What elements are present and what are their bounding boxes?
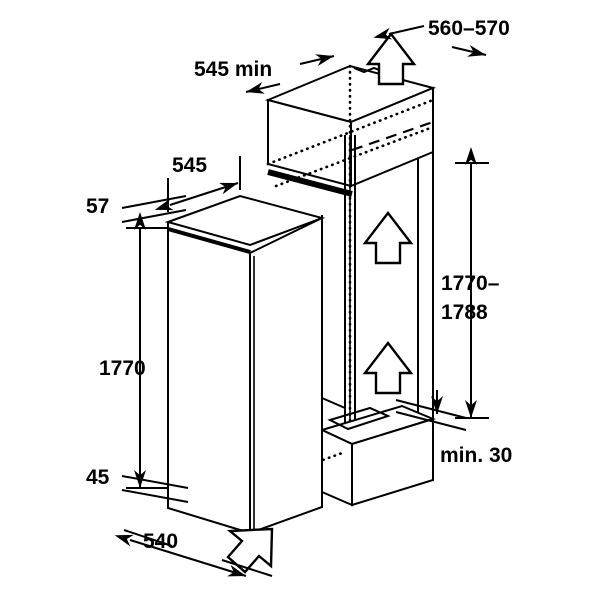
plinth-vent-cutout: [327, 406, 391, 431]
dim-label-plinth-clearance: min. 30: [440, 444, 512, 467]
shelf-underside-bar: [267, 169, 353, 197]
hidden-line-rear-shelf: [351, 120, 434, 152]
plinth-rear-top: [321, 397, 346, 409]
dim-leader-57-lower: [121, 209, 187, 223]
dim-leader-45-upper: [121, 475, 189, 489]
dimension-niche-depth-top: 560–570: [373, 17, 510, 57]
dimension-niche-width-min: 545 min: [194, 54, 335, 94]
dimension-niche-height: 1770– 1788: [441, 147, 500, 419]
dim-label-niche-depth-top: 560–570: [428, 17, 510, 40]
dim-label-top-gap: 57: [86, 195, 109, 218]
dim-line-560-570-b: [451, 45, 487, 57]
dim-line-540: [114, 534, 247, 577]
diagonal-up-arrow-icon-base: [226, 527, 274, 574]
up-arrow-icon-upper-rear: [362, 211, 414, 265]
dim-label-niche-width-min: 545 min: [194, 58, 272, 81]
dim-label-appliance-width: 545: [172, 154, 207, 177]
dim-line-560-570-a: [373, 25, 425, 40]
appliance-body: [164, 194, 326, 535]
plinth-right-face: [351, 417, 434, 507]
dim-line-545: [154, 182, 239, 211]
base-plinth: [293, 397, 436, 507]
dim-leader-57-upper: [121, 195, 187, 209]
dim-label-niche-height-line2: 1788: [441, 301, 488, 324]
dimension-bottom-gap: 45: [86, 466, 189, 503]
appliance-right-face: [249, 216, 323, 535]
dimension-plinth-clearance: min. 30: [395, 390, 512, 467]
dimension-appliance-width: 545: [154, 154, 241, 212]
dim-line-545min-a: [299, 54, 335, 66]
up-arrow-icon-lower-rear: [362, 341, 414, 395]
up-arrow-icon-top: [365, 32, 417, 86]
dimension-appliance-depth: 540: [114, 529, 273, 577]
dimension-top-gap: 57: [86, 195, 187, 223]
dim-leader-45-lower: [121, 489, 189, 503]
dim-label-appliance-height: 1770: [99, 357, 146, 380]
dim-ext-min30-lower: [395, 411, 467, 431]
dim-ext-540-left: [123, 529, 173, 547]
plinth-front-face: [321, 428, 353, 507]
hidden-line-upper-shelf: [266, 98, 435, 166]
dim-ext-540-right: [221, 559, 273, 577]
dim-label-niche-height-line1: 1770–: [441, 272, 500, 295]
dim-line-545min-b: [245, 82, 281, 94]
dim-label-bottom-gap: 45: [86, 466, 110, 489]
dimension-appliance-height: 1770: [99, 212, 168, 489]
dim-label-appliance-depth: 540: [143, 530, 178, 553]
